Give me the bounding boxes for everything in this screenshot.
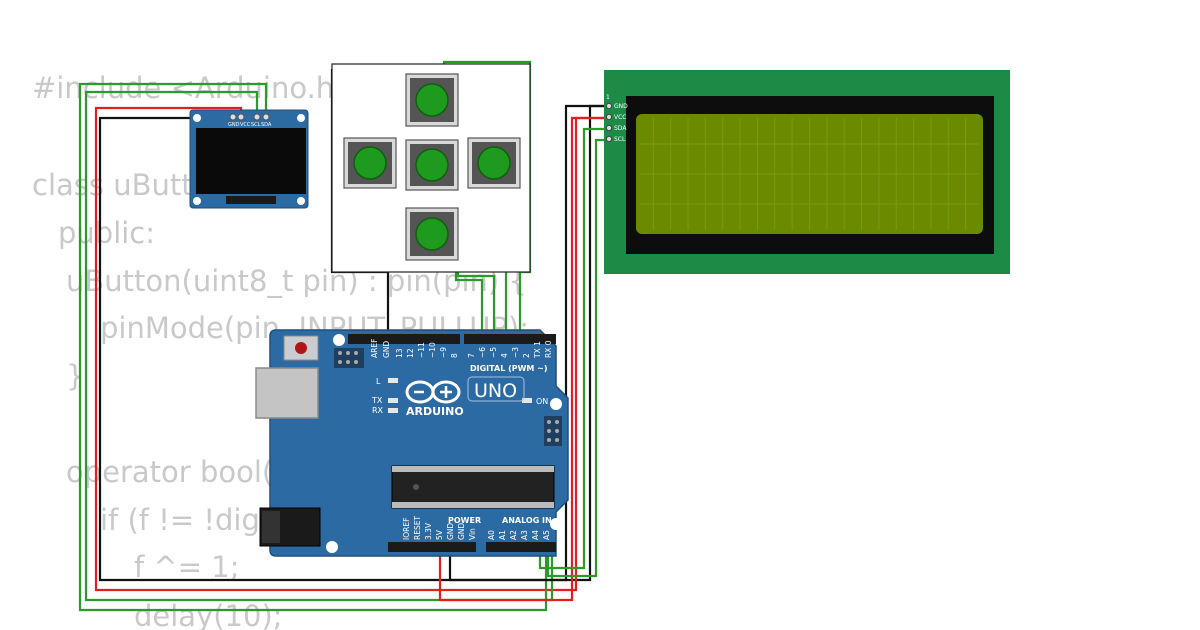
mount-hole bbox=[550, 398, 562, 410]
pin-label: ~5 bbox=[489, 347, 498, 358]
power-label: POWER bbox=[448, 516, 481, 525]
pin-label: VCC bbox=[614, 114, 626, 121]
mount-hole bbox=[326, 541, 338, 553]
pin-label: 3.3V bbox=[424, 522, 433, 540]
oled-ribbon bbox=[226, 196, 276, 204]
pushbutton-center[interactable] bbox=[405, 139, 459, 191]
pin-label: RX 0 bbox=[544, 340, 553, 358]
pin-label: 2 bbox=[522, 353, 531, 358]
lcd-pin-labels: GND VCC SDA SCL bbox=[614, 103, 628, 143]
pin-label: A1 bbox=[498, 530, 507, 540]
pin-label: GND bbox=[228, 122, 240, 128]
arduino-uno: AREF GND 13 12 ~11 ~10 ~9 8 7 ~6 ~5 4 ~3… bbox=[255, 329, 569, 557]
digital-label: DIGITAL (PWM ~) bbox=[470, 364, 548, 373]
mount-hole bbox=[297, 197, 305, 205]
pin-label: A2 bbox=[509, 530, 518, 540]
reset-button-cap bbox=[295, 342, 307, 354]
pin-label: A4 bbox=[531, 530, 540, 540]
status-leds: L TX RX ON bbox=[371, 377, 548, 415]
lcd-pin-index: 1 bbox=[606, 94, 610, 101]
wire-lcd-sda[interactable] bbox=[538, 127, 612, 570]
pin-label: ~3 bbox=[511, 347, 520, 358]
pin-label: 5V bbox=[435, 529, 444, 540]
pushbuttons bbox=[343, 73, 521, 261]
pin-label: ~11 bbox=[417, 342, 426, 358]
pin-label: GND bbox=[382, 341, 391, 358]
pin-label: SCL bbox=[614, 136, 626, 143]
pin-label: IOREF bbox=[402, 518, 411, 540]
arduino-model: UNO bbox=[474, 380, 517, 402]
wire-lcd-vcc[interactable] bbox=[438, 116, 612, 602]
dc-jack-inner bbox=[262, 511, 280, 543]
oled-pins bbox=[229, 113, 270, 121]
pin-label: ~6 bbox=[478, 347, 487, 358]
pin-label: SDA bbox=[261, 122, 272, 128]
pin-label: GND bbox=[446, 523, 455, 540]
wire-lcd-scl[interactable] bbox=[546, 138, 612, 578]
wire-oled-sda[interactable] bbox=[78, 82, 548, 612]
arduino-brand: ARDUINO bbox=[406, 405, 464, 418]
pin-label: VCC bbox=[240, 122, 251, 128]
mount-hole bbox=[193, 114, 201, 122]
pushbutton-down[interactable] bbox=[405, 207, 459, 261]
digital-pin-labels: AREF GND 13 12 ~11 ~10 ~9 8 7 ~6 ~5 4 ~3… bbox=[370, 339, 553, 359]
mount-hole bbox=[550, 518, 562, 530]
pin-label: A0 bbox=[487, 530, 496, 540]
pin-label: SCL bbox=[251, 122, 261, 128]
led-label: RX bbox=[372, 406, 384, 415]
wire-oled-scl[interactable] bbox=[84, 90, 554, 602]
analog-label: ANALOG IN bbox=[502, 516, 552, 525]
oled-pin-labels: GND VCC SCL SDA bbox=[228, 122, 272, 128]
pushbutton-left[interactable] bbox=[343, 137, 397, 189]
wire-lcd-gnd[interactable] bbox=[448, 104, 612, 582]
arduino-logo-icon bbox=[405, 380, 461, 404]
pin-label: A5 bbox=[542, 530, 551, 540]
pushbutton-up[interactable] bbox=[405, 73, 459, 127]
uno-badge bbox=[467, 376, 525, 402]
lcd-pins bbox=[605, 102, 613, 143]
pin-label: 8 bbox=[450, 353, 459, 358]
led-label: TX bbox=[371, 396, 383, 405]
lcd-cell-grid bbox=[640, 118, 979, 230]
pin-label: 4 bbox=[500, 353, 509, 358]
pin-label: ~10 bbox=[428, 342, 437, 358]
usb-port bbox=[255, 367, 319, 419]
mount-hole bbox=[193, 197, 201, 205]
pushbutton-right[interactable] bbox=[467, 137, 521, 189]
pin-label: ~9 bbox=[439, 347, 448, 358]
icsp-right bbox=[544, 416, 562, 446]
pin-label: A3 bbox=[520, 530, 529, 540]
pin-label: 13 bbox=[395, 348, 404, 358]
mount-hole bbox=[333, 334, 345, 346]
power-analog-headers bbox=[388, 542, 556, 552]
lcd-display[interactable]: 1 GND VCC SDA SCL bbox=[604, 70, 1010, 274]
mount-hole bbox=[297, 114, 305, 122]
power-pin-labels: IOREF RESET 3.3V 5V GND GND Vin bbox=[402, 516, 477, 540]
pin-label: Vin bbox=[468, 528, 477, 540]
on-label: ON bbox=[536, 397, 548, 406]
led-label: L bbox=[376, 377, 381, 386]
analog-pin-labels: A0 A1 A2 A3 A4 A5 bbox=[487, 530, 551, 540]
icsp-header bbox=[334, 348, 364, 368]
microcontroller-chip bbox=[391, 465, 555, 509]
pin-label: GND bbox=[457, 523, 466, 540]
pin-label: RESET bbox=[413, 516, 422, 540]
oled-screen bbox=[196, 128, 306, 194]
pin-label: SDA bbox=[614, 125, 627, 132]
pin-label: 12 bbox=[406, 348, 415, 358]
digital-header bbox=[348, 334, 556, 344]
pin-label: TX 1 bbox=[533, 341, 542, 359]
pin-label: AREF bbox=[370, 339, 379, 358]
oled-display[interactable]: GND VCC SCL SDA bbox=[189, 109, 309, 209]
pin-label: 7 bbox=[467, 353, 476, 358]
pin-label: GND bbox=[614, 103, 628, 110]
